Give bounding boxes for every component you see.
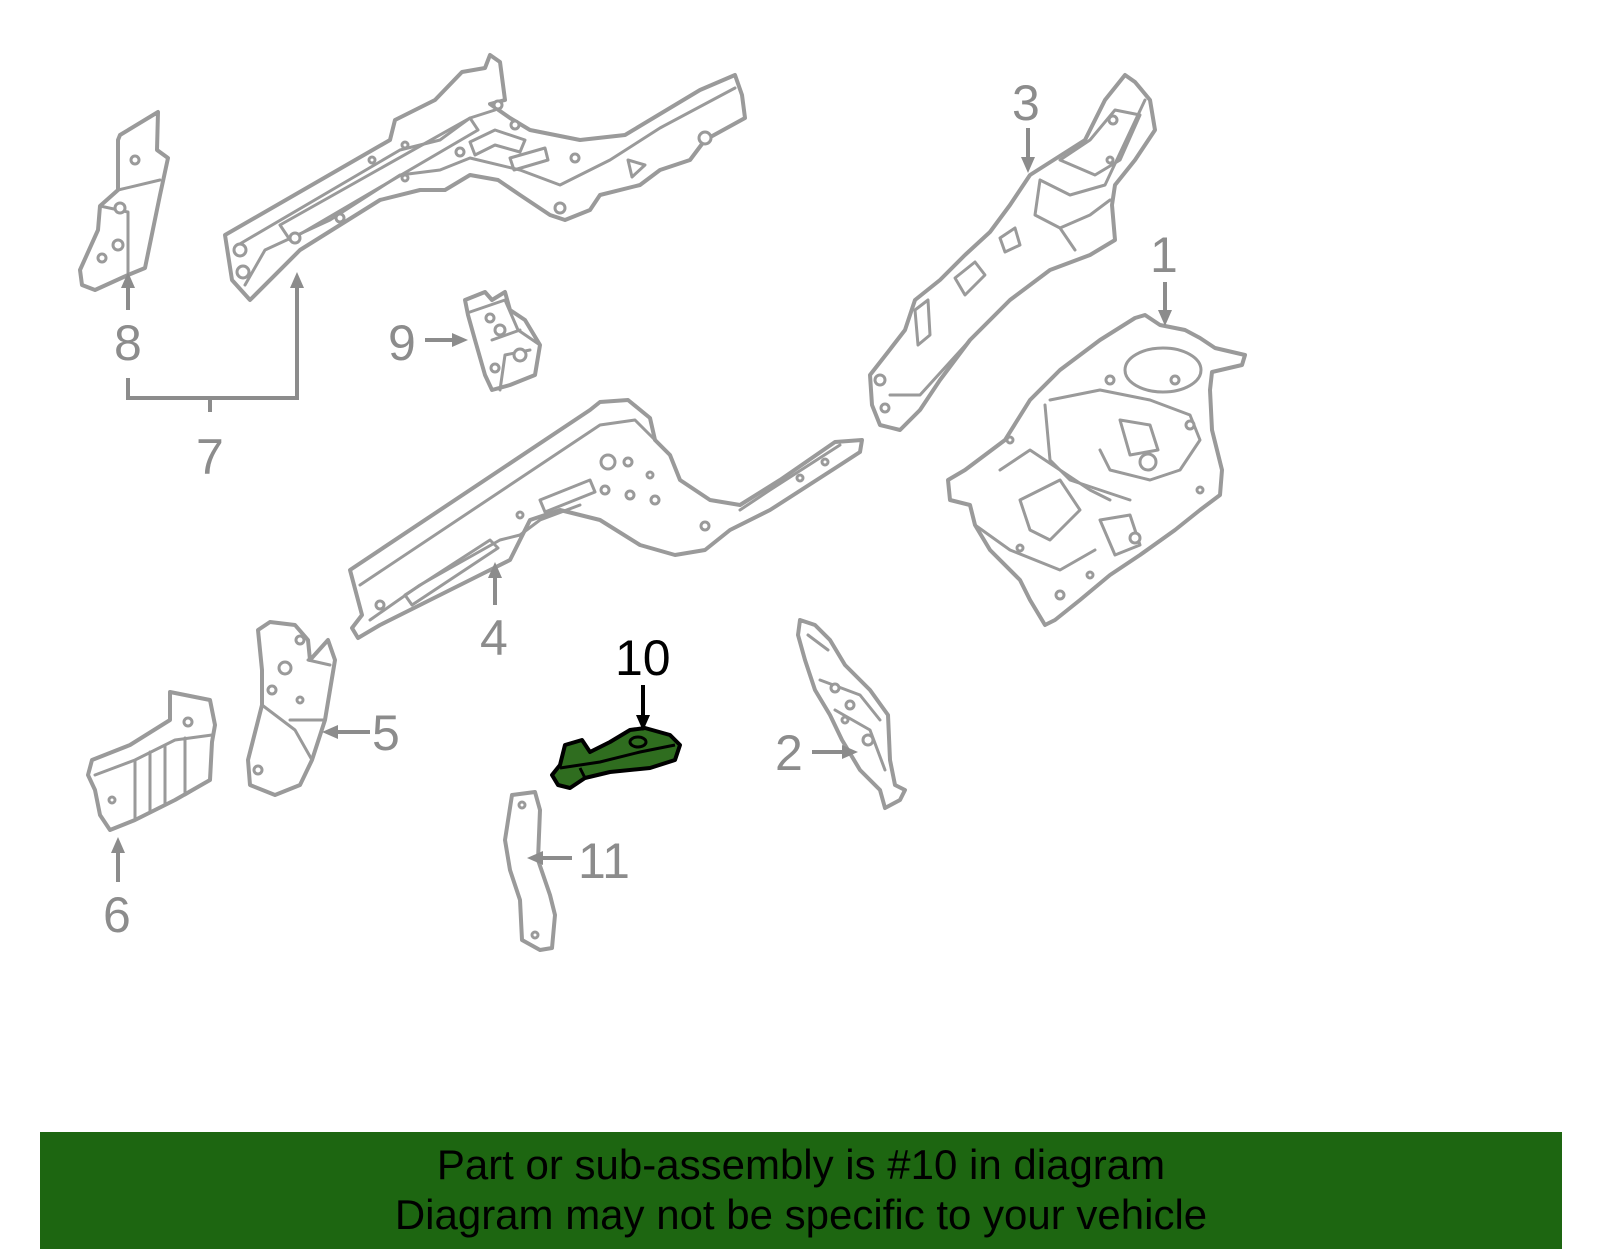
callout-9: 9 [388, 315, 416, 371]
parts-diagram: 8 7 9 3 1 4 5 6 2 11 10 [78, 53, 1247, 952]
part-3-rail [868, 73, 1157, 432]
callout-10[interactable]: 10 [615, 630, 671, 686]
part-10-highlighted[interactable] [550, 726, 682, 790]
callout-4: 4 [480, 610, 508, 666]
info-banner: Part or sub-assembly is #10 in diagram D… [40, 1132, 1562, 1249]
leader-lines [111, 128, 1172, 882]
part-6-bracket [86, 690, 217, 832]
part-2-bracket [796, 618, 907, 810]
callout-2: 2 [775, 725, 803, 781]
part-7-upper-rail [223, 53, 747, 302]
part-1-apron-assembly [946, 313, 1247, 627]
callout-3: 3 [1012, 75, 1040, 131]
callout-1: 1 [1150, 227, 1178, 283]
callout-8: 8 [114, 315, 142, 371]
callout-11: 11 [578, 833, 630, 889]
part-4-lower-rail [348, 398, 864, 640]
part-8-bracket [78, 110, 170, 292]
banner-line-1: Part or sub-assembly is #10 in diagram [436, 1141, 1166, 1188]
callout-7: 7 [196, 429, 224, 485]
callout-6: 6 [103, 887, 131, 943]
part-11-strap [503, 790, 557, 952]
callout-5: 5 [372, 705, 400, 761]
part-5-bracket [246, 620, 337, 797]
part-9-bracket [463, 290, 542, 392]
banner-line-2: Diagram may not be specific to your vehi… [394, 1191, 1208, 1238]
